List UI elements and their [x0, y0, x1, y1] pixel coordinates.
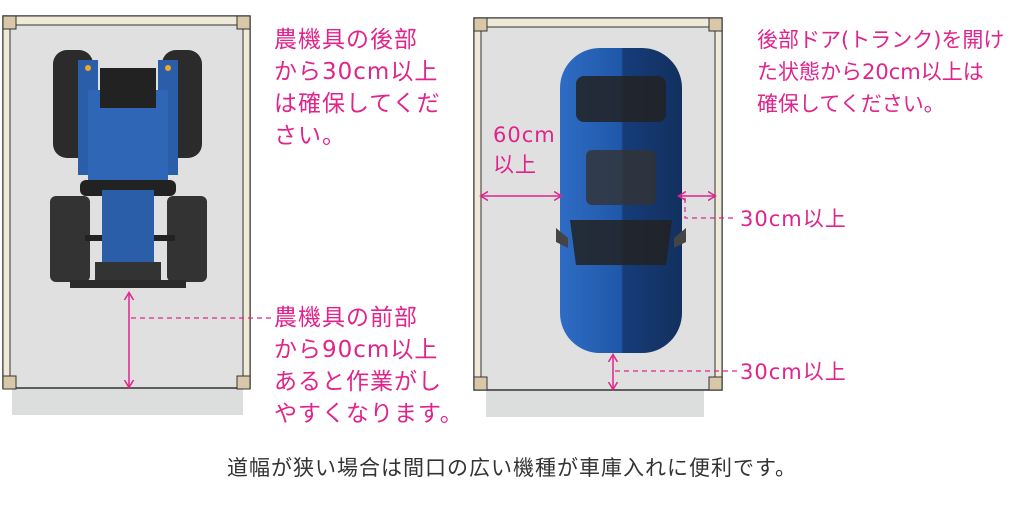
car-right-clearance-label: 30cm以上: [740, 207, 847, 231]
apron-shadow: [12, 388, 243, 415]
tractor-front-note: 農機具の前部 から90cm以上 あると作業がし やすくなります。: [274, 302, 464, 430]
caption: 道幅が狭い場合は間口の広い機種が車庫入れに便利です。: [227, 456, 797, 480]
note-line: 確保してください。: [757, 92, 945, 116]
post: [236, 15, 251, 30]
post: [236, 375, 251, 390]
note-line: から30cm以上: [274, 59, 439, 85]
note-line: 60cm: [493, 123, 556, 147]
note-line: た状態から20cm以上は: [757, 60, 984, 84]
tractor-garage: [2, 15, 272, 415]
tractor-rear-note: 農機具の後部 から30cm以上 は確保してくだ さい。: [274, 24, 441, 152]
car-left-clearance-label: 60cm 以上: [493, 120, 556, 180]
post: [2, 15, 17, 30]
note-line: 後部ドア(トランク)を開け: [757, 28, 1005, 52]
note-line: は確保してくだ: [274, 91, 441, 117]
apron-shadow: [486, 388, 704, 417]
note-line: あると作業がし: [274, 369, 442, 395]
note-line: 農機具の前部: [274, 305, 418, 331]
car-illustration: [556, 48, 686, 353]
car-garage: [473, 17, 737, 417]
note-line: から90cm以上: [274, 337, 439, 363]
note-line: 以上: [493, 153, 537, 177]
garage-rear-wall: [2, 15, 251, 26]
tractor-illustration: [50, 50, 207, 288]
note-line: 農機具の後部: [274, 27, 418, 53]
car-rear-note: 後部ドア(トランク)を開け た状態から20cm以上は 確保してください。: [757, 24, 1004, 120]
post: [2, 375, 17, 390]
car-front-clearance-label: 30cm以上: [740, 360, 847, 384]
note-line: さい。: [274, 123, 346, 149]
note-line: やすくなります。: [274, 401, 464, 427]
